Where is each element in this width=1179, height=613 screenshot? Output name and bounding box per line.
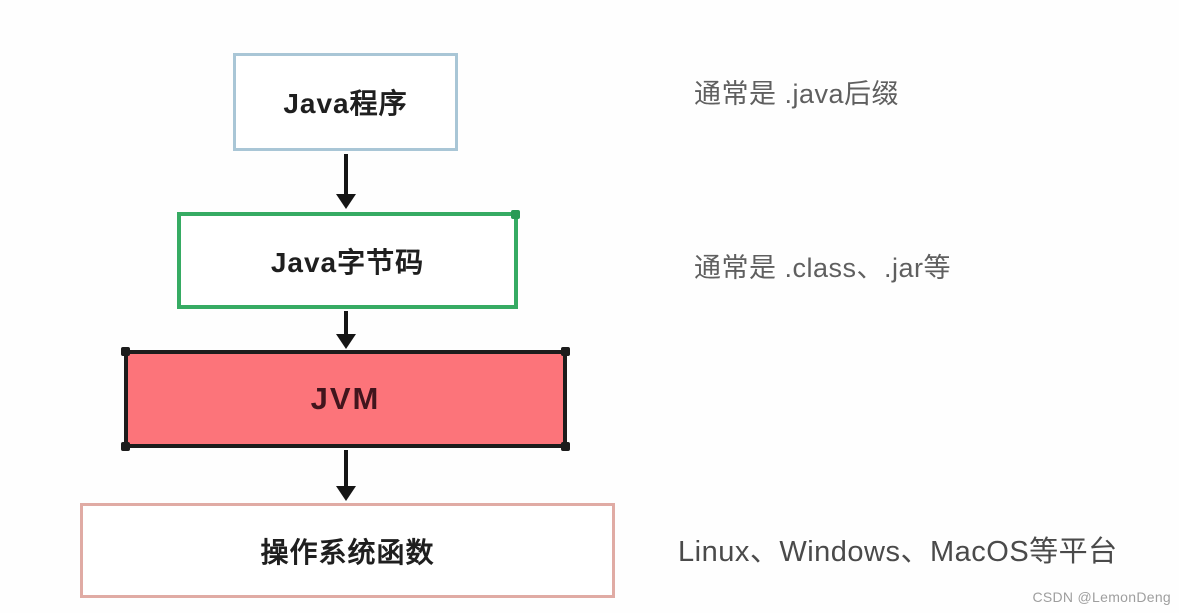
node-java-bytecode-label: Java字节码 — [270, 246, 425, 278]
arrow-down-icon — [336, 154, 356, 209]
arrow-down-icon — [336, 450, 356, 501]
arrow-shaft — [344, 450, 348, 486]
arrow-head — [336, 334, 356, 349]
corner-tick — [511, 210, 520, 219]
node-os-functions: 操作系统函数 — [80, 503, 615, 598]
corner-tick — [561, 442, 570, 451]
annotation-java-suffix: 通常是 .java后缀 — [694, 79, 900, 109]
corner-tick — [121, 442, 130, 451]
annotation-class-jar: 通常是 .class、.jar等 — [694, 253, 952, 283]
node-java-program: Java程序 — [233, 53, 458, 151]
corner-tick — [121, 347, 130, 356]
annotation-platforms: Linux、Windows、MacOS等平台 — [678, 536, 1118, 568]
node-jvm: JVM — [121, 347, 570, 451]
node-java-program-label: Java程序 — [283, 88, 408, 119]
arrow-head — [336, 486, 356, 501]
csdn-watermark: CSDN @LemonDeng — [1032, 589, 1171, 605]
corner-tick — [561, 347, 570, 356]
node-java-bytecode: Java字节码 — [177, 210, 520, 309]
node-jvm-label: JVM — [310, 381, 381, 416]
arrow-shaft — [344, 311, 348, 334]
arrow-head — [336, 194, 356, 209]
arrow-down-icon — [336, 311, 356, 349]
node-os-functions-label: 操作系统函数 — [260, 536, 435, 568]
arrow-shaft — [344, 154, 348, 194]
